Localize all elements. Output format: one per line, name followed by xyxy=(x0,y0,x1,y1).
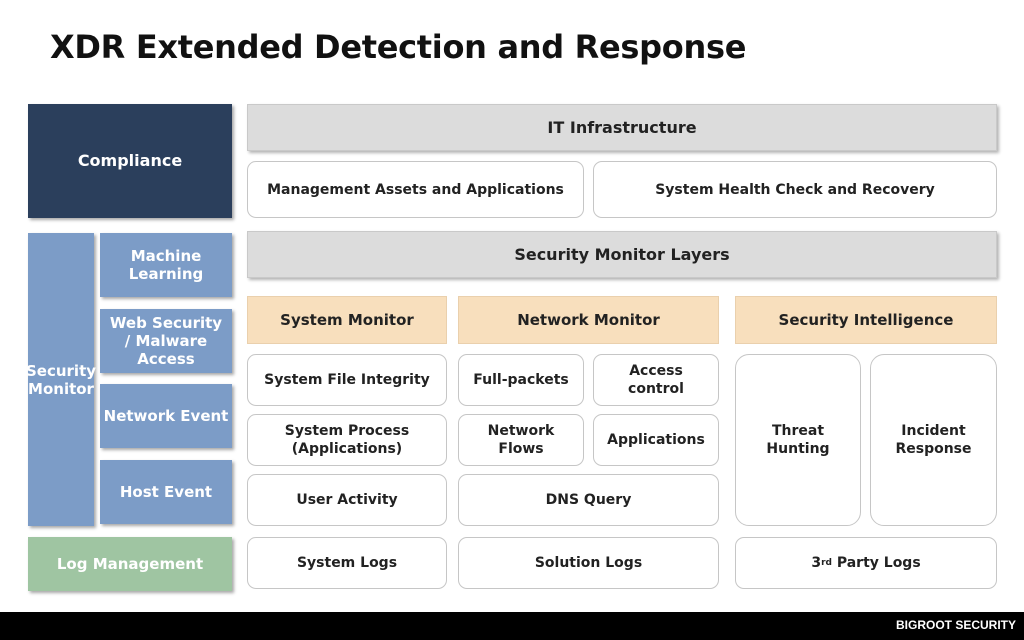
network-event-block: Network Event xyxy=(100,384,232,448)
footer-brand: BIGROOT SECURITY xyxy=(895,618,1016,632)
access-control-box: Access control xyxy=(593,354,719,406)
applications-box: Applications xyxy=(593,414,719,466)
security-intelligence-header: Security Intelligence xyxy=(735,296,997,344)
network-flows-box: Network Flows xyxy=(458,414,584,466)
solution-logs-box: Solution Logs xyxy=(458,537,719,589)
third-party-logs-number: 3 xyxy=(811,555,822,571)
incident-response-box: Incident Response xyxy=(870,354,997,526)
user-activity-box: User Activity xyxy=(247,474,447,526)
system-file-integrity-box: System File Integrity xyxy=(247,354,447,406)
security-monitor-layers-header: Security Monitor Layers xyxy=(247,231,997,278)
compliance-block: Compliance xyxy=(28,104,232,218)
footer-bar: BIGROOT SECURITY xyxy=(0,612,1024,640)
system-process-box: System Process (Applications) xyxy=(247,414,447,466)
security-monitor-block: Security Monitor xyxy=(26,233,96,526)
third-party-logs-label: Party Logs xyxy=(831,555,921,571)
threat-hunting-box: Threat Hunting xyxy=(735,354,861,526)
management-assets-box: Management Assets and Applications xyxy=(247,161,584,218)
system-monitor-header: System Monitor xyxy=(247,296,447,344)
system-health-box: System Health Check and Recovery xyxy=(593,161,997,218)
full-packets-box: Full-packets xyxy=(458,354,584,406)
host-event-block: Host Event xyxy=(100,460,232,524)
dns-query-box: DNS Query xyxy=(458,474,719,526)
log-management-block: Log Management xyxy=(28,537,232,591)
page-title: XDR Extended Detection and Response xyxy=(50,28,747,66)
it-infrastructure-header: IT Infrastructure xyxy=(247,104,997,151)
machine-learning-block: Machine Learning xyxy=(100,233,232,297)
system-logs-box: System Logs xyxy=(247,537,447,589)
web-security-block: Web Security / Malware Access xyxy=(100,309,232,373)
network-monitor-header: Network Monitor xyxy=(458,296,719,344)
